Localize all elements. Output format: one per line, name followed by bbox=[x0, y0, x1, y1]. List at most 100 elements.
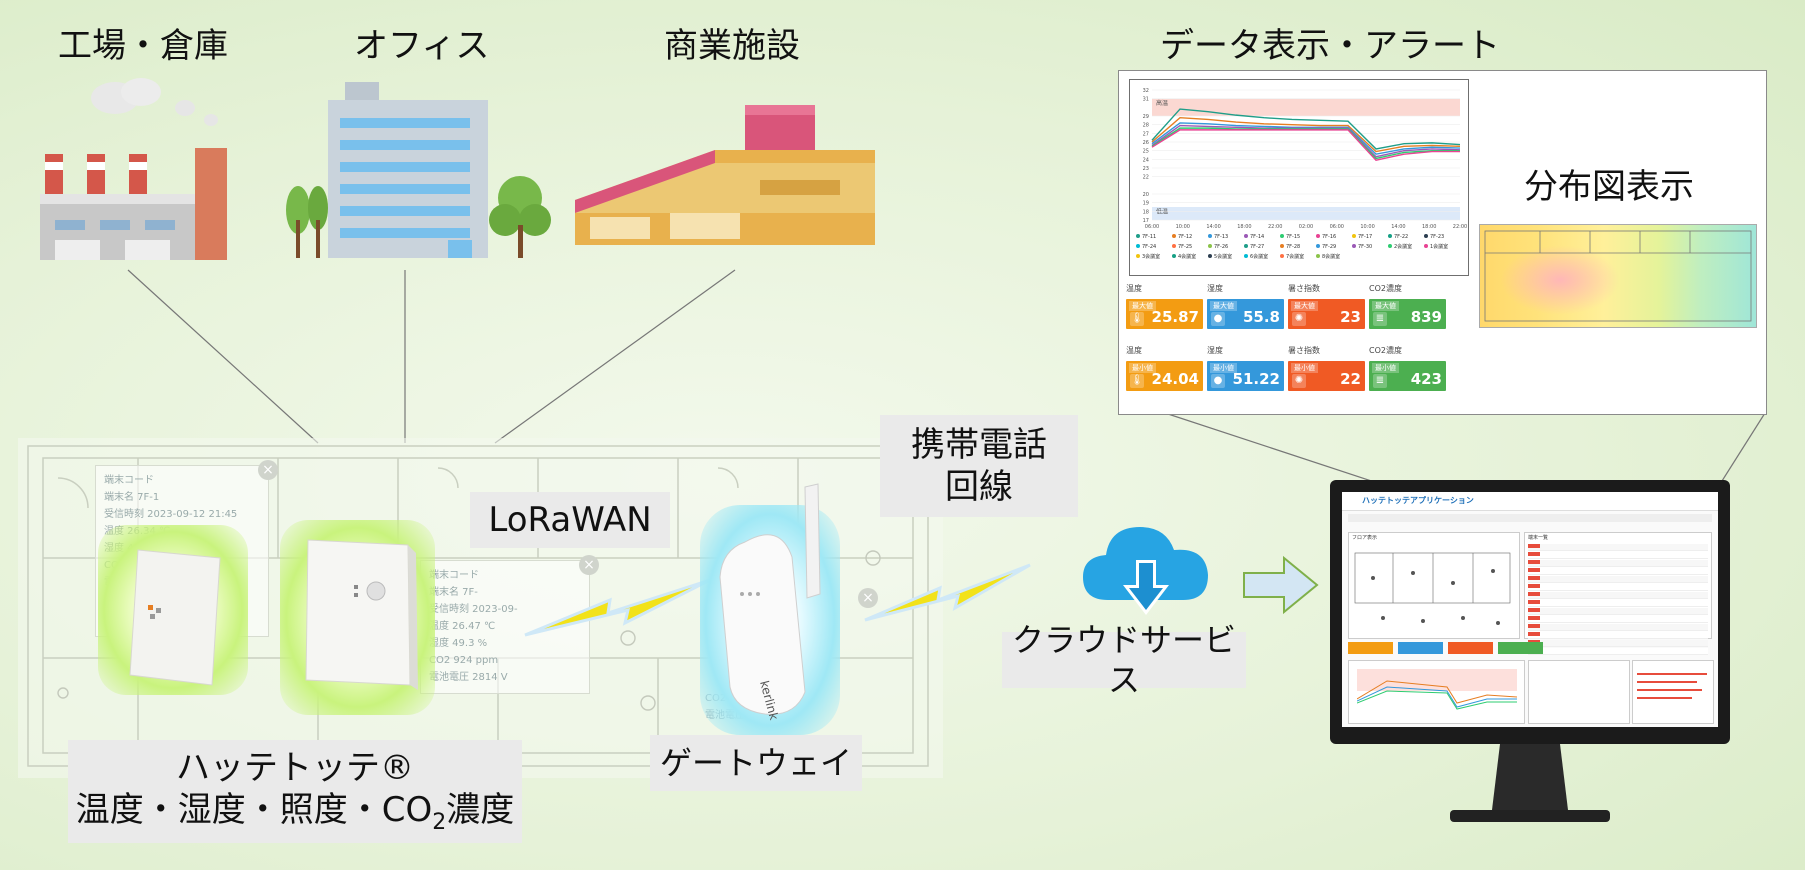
device-list-title: 端末一覧 bbox=[1528, 535, 1549, 541]
legend-label[interactable]: 7F-25 bbox=[1178, 244, 1192, 250]
legend-label[interactable]: 7F-13 bbox=[1214, 234, 1228, 240]
commercial-heading: 商業施設 bbox=[664, 26, 800, 66]
legend-swatch bbox=[1136, 234, 1140, 238]
tile-tag: 最大値 bbox=[1372, 301, 1399, 311]
legend-swatch bbox=[1208, 234, 1212, 238]
legend-swatch bbox=[1244, 254, 1248, 258]
x-tick-label: 10:00 bbox=[1360, 224, 1374, 230]
app-header: ハッテトッテアプリケーション bbox=[1342, 492, 1718, 511]
device-list-panel: 端末一覧 bbox=[1524, 532, 1712, 655]
office-illustration bbox=[286, 82, 551, 258]
legend-label[interactable]: 7F-28 bbox=[1286, 244, 1300, 250]
legend-label[interactable]: 7F-17 bbox=[1358, 234, 1372, 240]
y-tick-label: 20 bbox=[1143, 192, 1149, 198]
legend-label[interactable]: 7F-26 bbox=[1214, 244, 1228, 250]
tile-label: CO2濃度 bbox=[1369, 284, 1402, 293]
legend-label[interactable]: 4会議室 bbox=[1178, 253, 1196, 260]
table-row bbox=[1528, 584, 1708, 591]
tile-label: 湿度 bbox=[1207, 284, 1223, 293]
tile-value: 25.87 bbox=[1151, 308, 1199, 326]
mobile-line-text-1: 携帯電話 bbox=[911, 424, 1047, 465]
floor-panel-title: フロア表示 bbox=[1352, 535, 1378, 541]
legend-label[interactable]: 1会議室 bbox=[1430, 243, 1448, 250]
legend-swatch bbox=[1352, 244, 1356, 248]
commercial-illustration bbox=[575, 105, 875, 245]
legend-label[interactable]: 7F-24 bbox=[1142, 244, 1156, 250]
thermometer-icon: 🌡 bbox=[1130, 312, 1144, 326]
tile-value: 24.04 bbox=[1151, 370, 1199, 388]
monitor: ハッテトッテアプリケーション フロア表示 端末一覧 bbox=[1330, 480, 1730, 744]
sensor-device-1 bbox=[129, 549, 221, 686]
popup-line: 端末名 7F-1 bbox=[104, 492, 160, 503]
data-alert-heading: データ表示・アラート bbox=[1160, 26, 1500, 66]
metric-tile: 最小値🌡24.04 bbox=[1126, 361, 1203, 391]
toolbar bbox=[1348, 514, 1712, 522]
y-tick-label: 24 bbox=[1143, 157, 1149, 163]
y-tick-label: 32 bbox=[1143, 88, 1149, 94]
close-icon[interactable]: × bbox=[579, 555, 599, 575]
legend-label[interactable]: 7F-30 bbox=[1358, 244, 1372, 250]
y-tick-label: 25 bbox=[1143, 149, 1149, 155]
legend-label[interactable]: 7会議室 bbox=[1286, 253, 1304, 260]
legend-label[interactable]: 7F-22 bbox=[1394, 234, 1408, 240]
thermometer-icon: 🌡 bbox=[1130, 374, 1144, 388]
legend-label[interactable]: 5会議室 bbox=[1214, 253, 1232, 260]
legend-label[interactable]: 3会議室 bbox=[1142, 253, 1160, 260]
table-row bbox=[1528, 560, 1708, 567]
legend-label[interactable]: 7F-11 bbox=[1142, 234, 1156, 240]
distribution-heading: 分布図表示 bbox=[1524, 167, 1694, 207]
droplet-icon: ● bbox=[1211, 374, 1225, 388]
legend-swatch bbox=[1280, 254, 1284, 258]
legend-swatch bbox=[1316, 244, 1320, 248]
mini-chart-lines bbox=[1357, 680, 1517, 710]
legend-swatch bbox=[1136, 244, 1140, 248]
popup-line: 受信時刻 2023-09- bbox=[429, 604, 518, 615]
legend-label[interactable]: 7F-12 bbox=[1178, 234, 1192, 240]
legend-label[interactable]: 7F-23 bbox=[1430, 234, 1444, 240]
legend-label[interactable]: 7F-16 bbox=[1322, 234, 1336, 240]
table-row bbox=[1528, 624, 1708, 631]
series-line bbox=[1151, 108, 1461, 150]
x-tick-label: 06:00 bbox=[1330, 224, 1344, 230]
metric-tile: 最小値● 51.22 bbox=[1207, 361, 1284, 391]
low-band bbox=[1152, 207, 1460, 220]
monitor-screen: ハッテトッテアプリケーション フロア表示 端末一覧 bbox=[1342, 492, 1718, 727]
x-tick-label: 02:00 bbox=[1299, 224, 1313, 230]
close-icon[interactable]: × bbox=[858, 588, 878, 608]
legend-swatch bbox=[1280, 244, 1284, 248]
tile-tag: 最小値 bbox=[1291, 363, 1318, 373]
metric-tile: 最大値●55.8 bbox=[1207, 299, 1284, 329]
x-tick-label: 18:00 bbox=[1422, 224, 1436, 230]
popup-line: 端末コード bbox=[104, 475, 154, 486]
legend-swatch bbox=[1172, 234, 1176, 238]
legend-swatch bbox=[1316, 254, 1320, 258]
y-tick-label: 27 bbox=[1143, 131, 1149, 137]
monitor-stand bbox=[1450, 744, 1610, 822]
legend-label[interactable]: 7F-15 bbox=[1286, 234, 1300, 240]
tile-tag: 最小値 bbox=[1210, 363, 1237, 373]
y-tick-label: 26 bbox=[1143, 140, 1149, 146]
legend-label[interactable]: 6会議室 bbox=[1250, 253, 1268, 260]
office-heading: オフィス bbox=[354, 26, 490, 66]
legend-label[interactable]: 7F-27 bbox=[1250, 244, 1264, 250]
tile-value: 51.22 bbox=[1232, 370, 1280, 388]
y-tick-label: 19 bbox=[1143, 201, 1149, 207]
legend-swatch bbox=[1424, 234, 1428, 238]
table-row bbox=[1528, 608, 1708, 615]
y-tick-label: 22 bbox=[1143, 175, 1149, 181]
legend-label[interactable]: 8会議室 bbox=[1322, 253, 1340, 260]
legend-label[interactable]: 7F-14 bbox=[1250, 234, 1264, 240]
sensor-label-line-2: 温度・湿度・照度・CO2濃度 bbox=[75, 790, 515, 835]
mobile-line-label: 携帯電話 回線 bbox=[880, 415, 1078, 517]
sensor-label: ハッテトッテ® 温度・湿度・照度・CO2濃度 bbox=[68, 740, 522, 843]
popup-line: CO2 924 ppm bbox=[429, 655, 499, 666]
legend-label[interactable]: 7F-29 bbox=[1322, 244, 1336, 250]
legend-label[interactable]: 2会議室 bbox=[1394, 243, 1412, 250]
close-icon[interactable]: × bbox=[258, 460, 278, 480]
band-label: 高温 bbox=[1156, 99, 1168, 107]
tile-value: 423 bbox=[1410, 370, 1442, 388]
